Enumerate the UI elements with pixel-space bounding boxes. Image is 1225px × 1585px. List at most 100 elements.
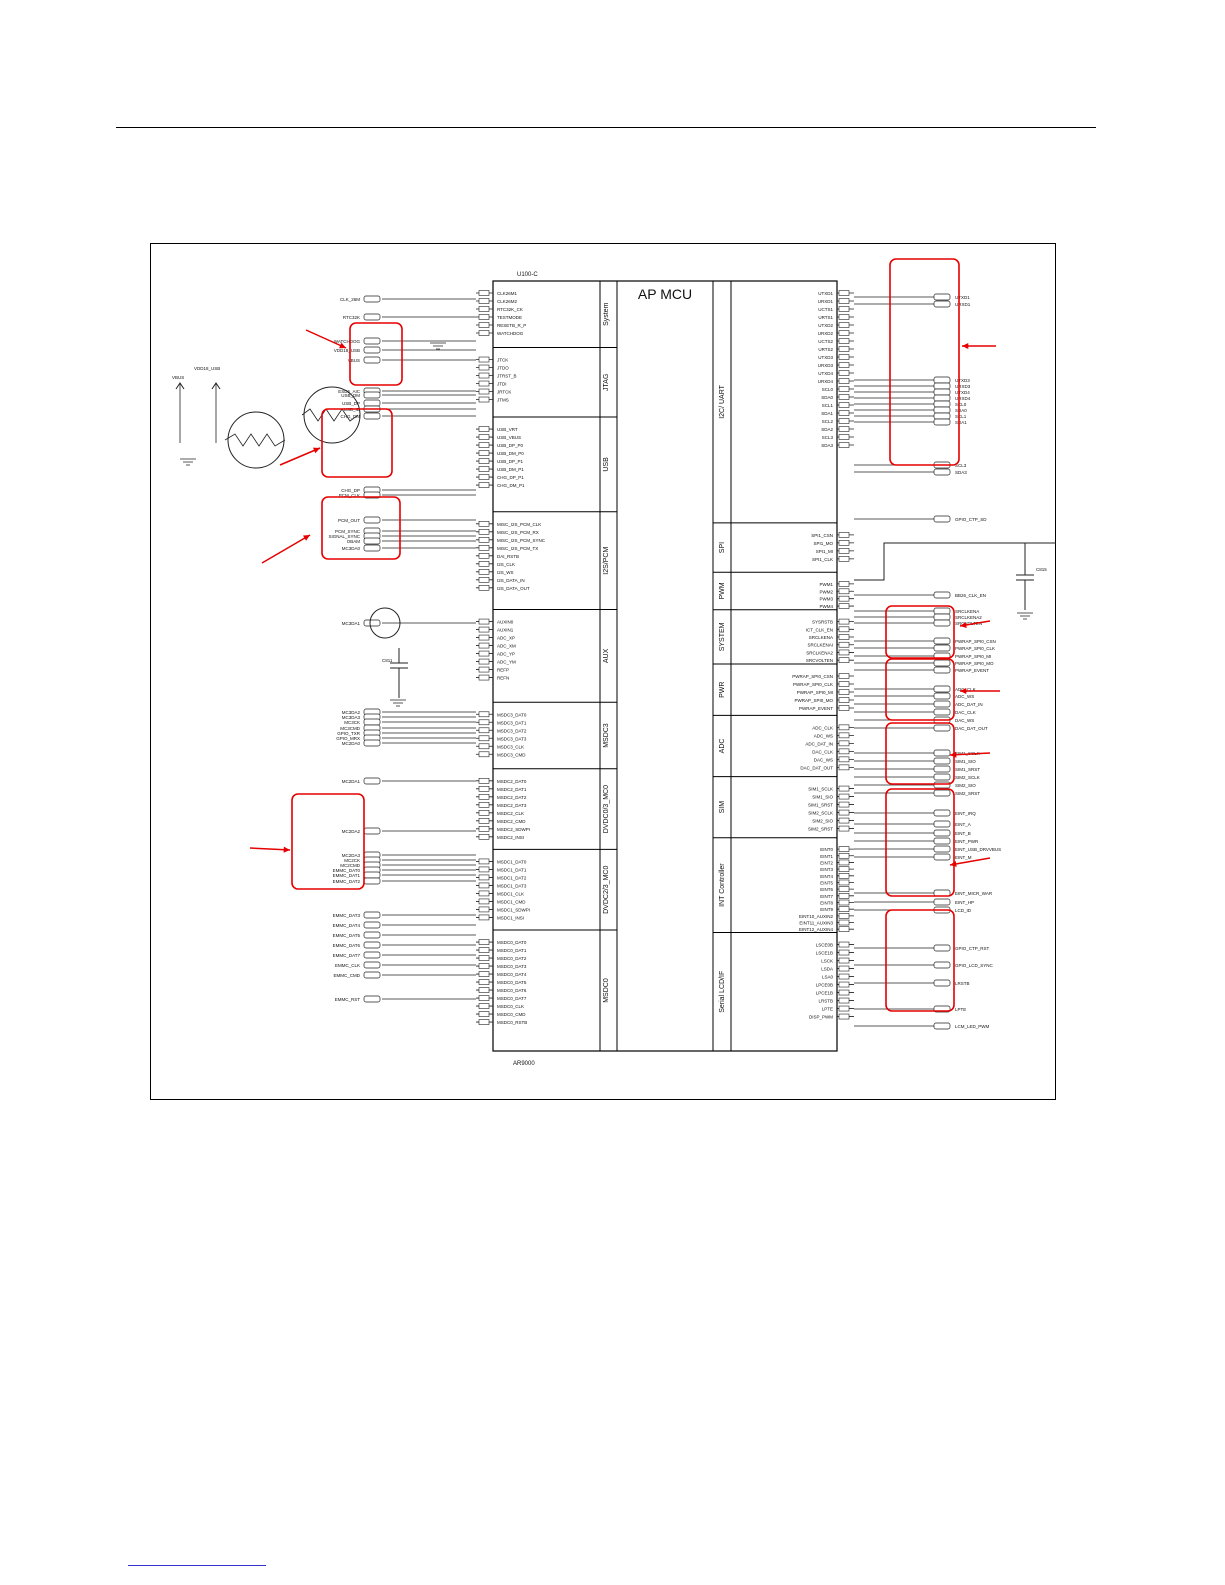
header-rule	[116, 127, 1096, 128]
pin-label: MISC_I2S_PCM_SYNC	[497, 538, 546, 543]
pin-label: PWRAP_SPI0_CLK	[793, 682, 833, 687]
pin-number-box	[838, 705, 850, 711]
pin-label: PWRAP_SPI0_CSN	[792, 674, 833, 679]
net-connector	[933, 845, 951, 853]
net-connector	[363, 911, 381, 919]
pin-label: EINT10_AUXIN2	[799, 914, 834, 919]
pin-label: SYSRSTB	[812, 620, 833, 625]
pin-label: URXD4	[818, 379, 834, 384]
pin-label: MSDC1_DAT2	[497, 875, 527, 880]
pin-number-box	[478, 955, 490, 961]
pin-number-box	[838, 618, 850, 625]
net-connector	[933, 1022, 951, 1030]
net-connector	[363, 619, 381, 627]
net-connector	[933, 708, 951, 716]
net-label: USB_DP	[342, 401, 360, 406]
net-label: MC2DA3	[342, 853, 361, 858]
pin-number-box	[838, 354, 850, 360]
net-label: USB_DM	[341, 393, 360, 398]
highlight-box	[885, 788, 955, 897]
net-label: EMMC_DAT4	[333, 923, 361, 928]
pin-label: SIM1_SIO	[812, 795, 833, 800]
pin-number-box	[478, 727, 490, 734]
pin-label: SRCLKENA	[809, 635, 833, 640]
pin-number-box	[838, 548, 850, 554]
net-label: MC2DA1	[342, 779, 361, 784]
net-connector	[363, 516, 381, 524]
pin-number-box	[478, 735, 490, 742]
net-connector	[933, 468, 951, 476]
pin-number-box	[838, 973, 850, 980]
pin-number-box	[478, 474, 490, 480]
net-label: GPIO_TXR	[337, 731, 361, 736]
block-label-right: PWR	[719, 682, 726, 698]
pin-number-box	[838, 595, 850, 602]
pin-label: EINT6	[820, 887, 833, 892]
pin-number-box	[478, 584, 490, 591]
net-connector	[933, 619, 951, 627]
net-label: EINT_A	[955, 822, 971, 827]
net-label: SCL0	[955, 402, 967, 407]
pin-label: SDA0	[821, 395, 833, 400]
pin-label: I2S_DATA_IN	[497, 578, 525, 583]
pin-number-box	[478, 906, 490, 913]
net-connector	[933, 394, 951, 402]
pin-label: MSDC2_DAT0	[497, 779, 527, 784]
net-label: BB26_CLK_EN	[955, 593, 986, 598]
net-label: EMMC_RST	[335, 997, 361, 1002]
net-connector	[363, 877, 381, 885]
net-label: CHG_DP	[341, 488, 360, 493]
net-label: SRCLKENA2	[955, 615, 982, 620]
pin-label: SDA2	[821, 427, 833, 432]
net-label: CLK_26M	[340, 297, 360, 302]
pin-label: SRCLKENA2	[806, 650, 833, 655]
pin-label: MSDC0_DAT7	[497, 996, 527, 1001]
pin-number-box	[838, 689, 850, 695]
pin-label: MSDC3_CLK	[497, 744, 524, 749]
pin-number-box	[478, 898, 490, 905]
pin-label: RESETB_R_P	[497, 323, 526, 328]
ground-symbol	[180, 458, 196, 466]
arrowhead	[283, 846, 290, 853]
pin-number-box	[838, 681, 850, 687]
pin-label: MSDC1_DAT3	[497, 883, 527, 888]
pin-label: USB_VBUS	[497, 435, 521, 440]
net-connector	[363, 346, 381, 354]
pin-number-box	[838, 418, 850, 424]
net-label: SIM1_SRST	[955, 767, 980, 772]
block-label-right: PWM	[719, 582, 726, 599]
pin-number-box	[478, 482, 490, 488]
pin-label: PWM4	[820, 604, 834, 609]
pin-number-box	[478, 658, 490, 665]
pin-number-box	[478, 568, 490, 575]
net-connector	[933, 961, 951, 969]
pin-label: URXD3	[818, 363, 834, 368]
pin-label: MSDC1_DAT0	[497, 859, 527, 864]
pin-label: URTS1	[818, 315, 833, 320]
pin-number-box	[478, 979, 490, 985]
pin-number-box	[478, 866, 490, 873]
pin-number-box	[838, 793, 850, 800]
pin-number-box	[838, 965, 850, 972]
pin-number-box	[478, 947, 490, 953]
net-label: SIM2_SIO	[955, 783, 976, 788]
pin-label: EINT11_AUXIN3	[799, 921, 833, 926]
chip-ref: U100-C	[517, 272, 538, 278]
net-label: UTXD3	[955, 378, 970, 383]
net-label: EMMC_DAT2	[333, 879, 361, 884]
pin-label: LSCE0B	[816, 943, 833, 948]
pin-label: MSDC3_DAT1	[497, 720, 527, 725]
highlight-box	[291, 793, 365, 890]
pin-label: SIM1_SCLK	[808, 787, 833, 792]
highlight-arrow	[249, 847, 291, 851]
net-connector	[933, 700, 951, 708]
net-connector	[933, 837, 951, 845]
pin-number-box	[478, 560, 490, 567]
pin-label: LPCE0B	[816, 983, 833, 988]
highlight-box	[885, 605, 955, 659]
net-connector	[363, 313, 381, 321]
cap-label: C811	[382, 658, 393, 663]
pin-label: RTC32K_CK	[497, 307, 523, 312]
pin-number-box	[838, 314, 850, 320]
net-label: EINT_HP	[955, 900, 974, 905]
